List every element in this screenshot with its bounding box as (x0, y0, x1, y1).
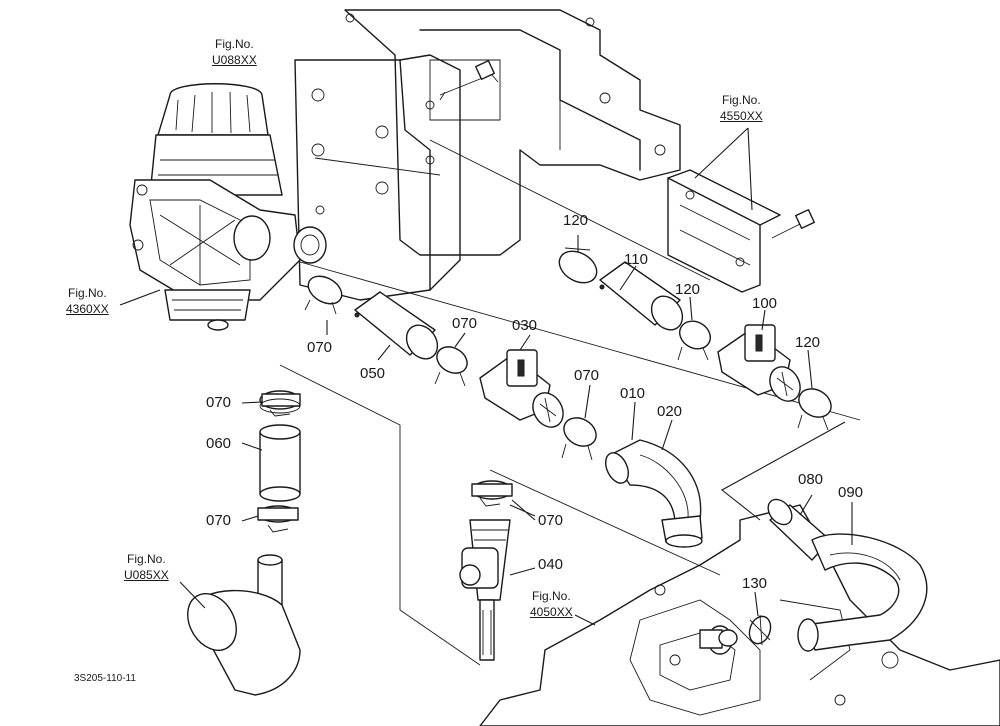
part-label-060[interactable]: 060 (206, 435, 232, 452)
right-hose-line (558, 247, 846, 521)
fig-ref-prefix: Fig.No. (532, 589, 571, 603)
fig-ref-code[interactable]: 4550XX (720, 109, 763, 124)
fig-ref-4550xx[interactable]: Fig.No. 4550XX (720, 92, 763, 124)
part-label-070[interactable]: 070 (574, 367, 600, 384)
left-hose-stack (179, 364, 481, 696)
part-label-040[interactable]: 040 (538, 556, 564, 573)
part-label-030[interactable]: 030 (512, 317, 538, 334)
part-label-070[interactable]: 070 (206, 394, 232, 411)
fig-ref-code[interactable]: 4050XX (530, 605, 573, 620)
fig-ref-prefix: Fig.No. (722, 93, 761, 107)
part-label-070[interactable]: 070 (307, 339, 333, 356)
document-id: 3S205-110-11 (74, 673, 136, 684)
drain-cock-assembly (459, 469, 721, 661)
fig-ref-prefix: Fig.No. (127, 552, 166, 566)
fig-ref-u088xx[interactable]: Fig.No. U088XX (212, 36, 257, 68)
part-label-080[interactable]: 080 (798, 471, 824, 488)
part-label-110[interactable]: 110 (624, 251, 648, 268)
part-label-070[interactable]: 070 (206, 512, 232, 529)
fig-ref-prefix: Fig.No. (215, 37, 254, 51)
part-label-090[interactable]: 090 (838, 484, 864, 501)
radiator-hoses (718, 498, 928, 652)
part-label-100[interactable]: 100 (752, 295, 778, 312)
fig-ref-4360xx[interactable]: Fig.No. 4360XX (66, 285, 109, 317)
part-label-120[interactable]: 120 (795, 334, 821, 351)
part-label-020[interactable]: 020 (657, 403, 683, 420)
part-label-120[interactable]: 120 (563, 212, 589, 229)
fig-ref-u085xx[interactable]: Fig.No. U085XX (124, 551, 169, 583)
part-label-130[interactable]: 130 (742, 575, 768, 592)
engine-bracket (294, 9, 711, 301)
part-label-070[interactable]: 070 (538, 512, 564, 529)
upper-hose-line (299, 261, 861, 548)
fig-ref-4050xx[interactable]: Fig.No. 4050XX (530, 588, 573, 620)
part-label-120[interactable]: 120 (675, 281, 701, 298)
part-label-010[interactable]: 010 (620, 385, 646, 402)
part-label-050[interactable]: 050 (360, 365, 386, 382)
fig-ref-code[interactable]: U085XX (124, 568, 169, 583)
fig-ref-code[interactable]: U088XX (212, 53, 257, 68)
fig-ref-prefix: Fig.No. (68, 286, 107, 300)
leader-lines (241, 235, 853, 617)
fig-ref-code[interactable]: 4360XX (66, 302, 109, 317)
water-separator-assembly (119, 83, 327, 331)
part-label-070[interactable]: 070 (452, 315, 478, 332)
mounting-plate (667, 127, 816, 293)
